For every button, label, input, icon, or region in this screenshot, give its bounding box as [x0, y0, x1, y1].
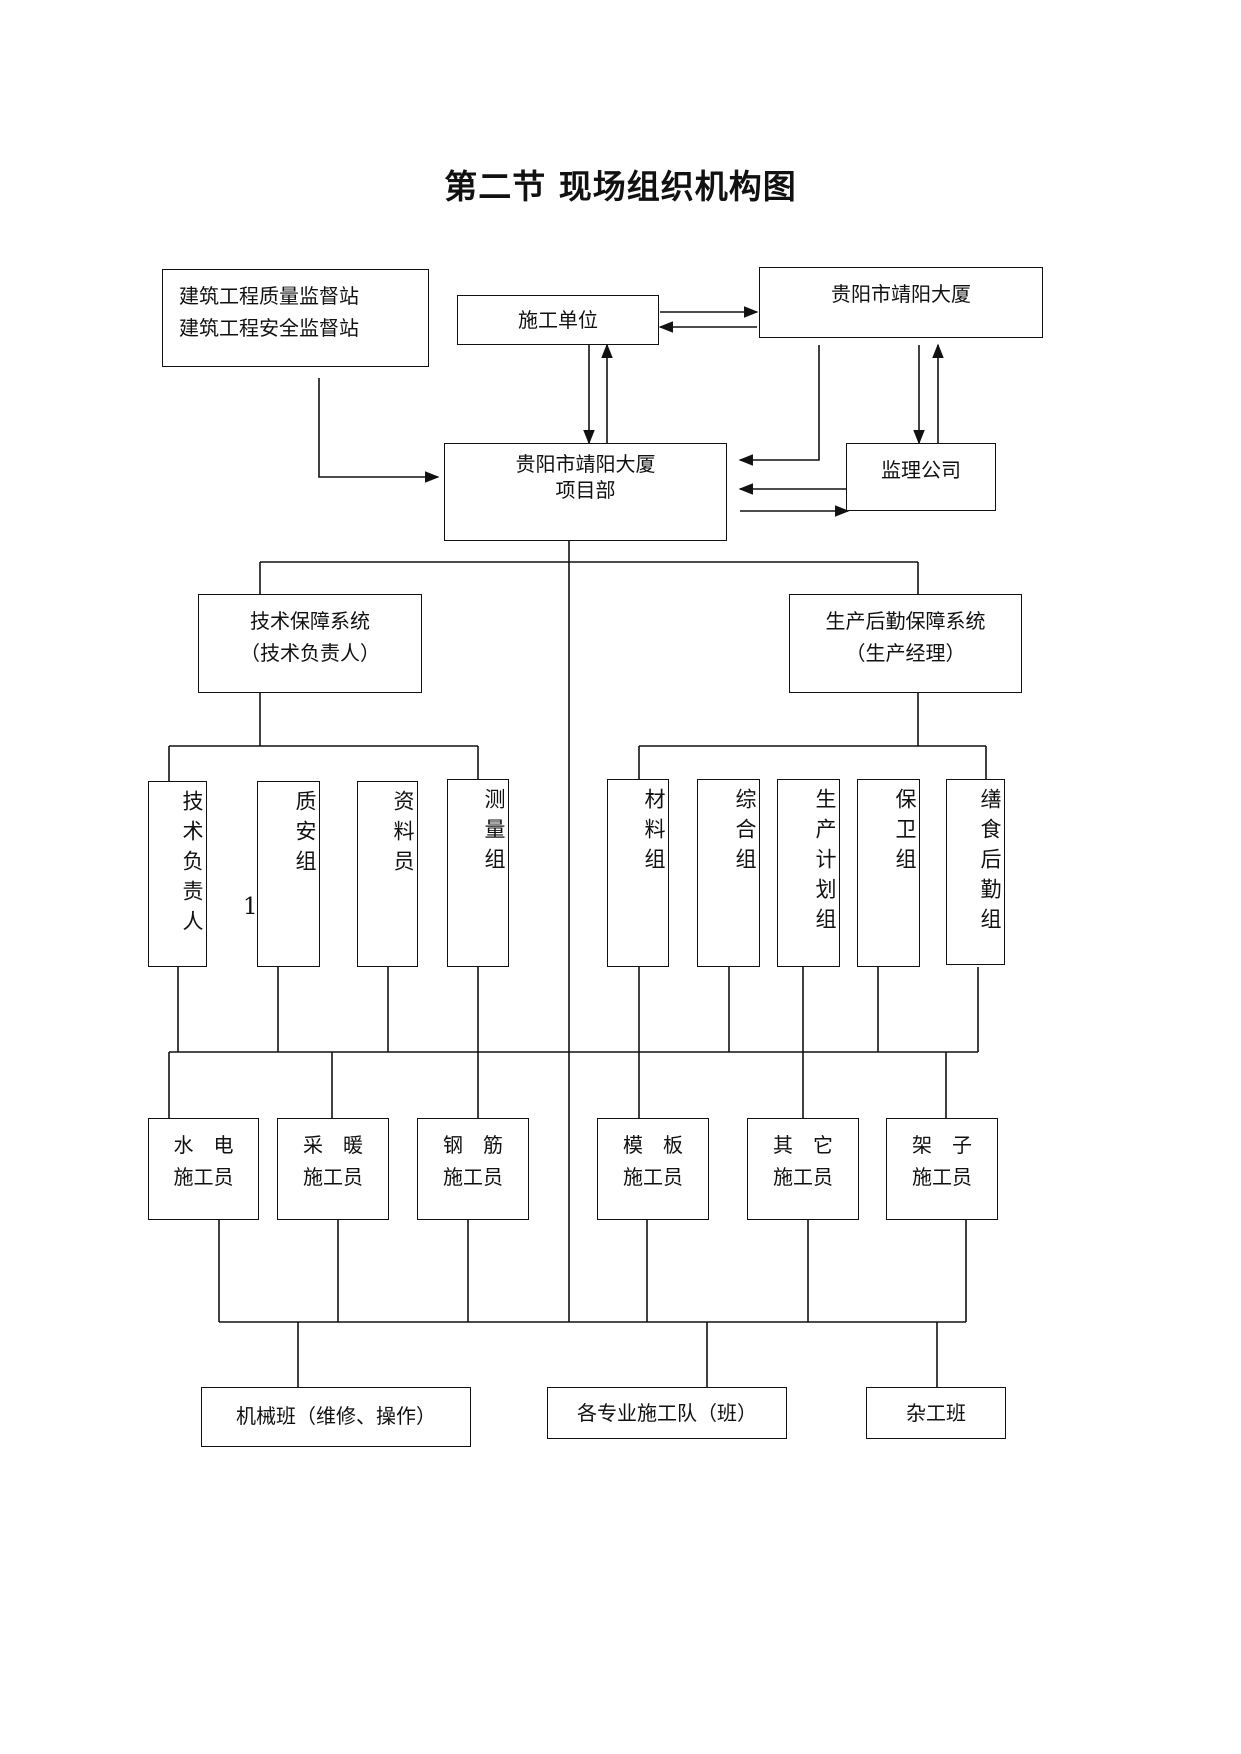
- group-box-quality-safety: 质安组: [257, 781, 320, 967]
- group-box-documents: 资料员: [357, 781, 418, 967]
- group-box-production-plan: 生产计划组: [777, 779, 840, 967]
- worker-box-heating: 采 暖 施工员: [277, 1118, 389, 1220]
- logistics-system-line2: （生产经理）: [845, 641, 966, 665]
- supervisor-company-box: 监理公司: [846, 443, 996, 511]
- team-box-labor: 杂工班: [866, 1387, 1006, 1439]
- supervisor-company-label: 监理公司: [881, 458, 961, 482]
- tech-system-line2: （技术负责人）: [240, 641, 380, 665]
- team-label: 各专业施工队（班）: [577, 1401, 757, 1425]
- supervision-station-box: 建筑工程质量监督站 建筑工程安全监督站: [162, 269, 429, 367]
- team-box-machinery: 机械班（维修、操作）: [201, 1387, 471, 1447]
- group-label: 技术负责人: [180, 790, 204, 940]
- group-label: 测量组: [482, 788, 506, 878]
- owner-label: 贵阳市靖阳大厦: [831, 282, 971, 306]
- project-dept-line1: 贵阳市靖阳大厦: [515, 452, 656, 476]
- worker-box-rebar: 钢 筋 施工员: [417, 1118, 529, 1220]
- worker-box-formwork: 模 板 施工员: [597, 1118, 709, 1220]
- page-title: 第二节 现场组织机构图: [444, 167, 797, 206]
- arrow-owner-to-project: [738, 345, 820, 466]
- worker-line2: 施工员: [773, 1165, 833, 1189]
- arrow-station-to-project: [318, 378, 440, 483]
- worker-box-other: 其 它 施工员: [747, 1118, 859, 1220]
- group-box-security: 保卫组: [857, 779, 920, 967]
- group-label: 生产计划组: [813, 788, 837, 938]
- team-label: 杂工班: [906, 1401, 966, 1425]
- supervision-station-line1: 建筑工程质量监督站: [179, 284, 359, 308]
- stray-mark: 1: [243, 894, 258, 920]
- worker-line1: 钢 筋: [443, 1133, 503, 1157]
- construction-unit-label: 施工单位: [518, 308, 598, 332]
- worker-line2: 施工员: [623, 1165, 683, 1189]
- worker-line1: 采 暖: [303, 1133, 363, 1157]
- group-box-catering: 缮食后勤组: [946, 779, 1005, 965]
- group-box-survey: 测量组: [447, 779, 509, 967]
- tech-system-line1: 技术保障系统: [250, 609, 370, 633]
- group-label: 综合组: [733, 788, 757, 878]
- group-box-general: 综合组: [697, 779, 760, 967]
- worker-line2: 施工员: [303, 1165, 363, 1189]
- worker-line1: 水 电: [173, 1133, 234, 1157]
- worker-line2: 施工员: [912, 1165, 972, 1189]
- group-label: 缮食后勤组: [978, 788, 1002, 938]
- worker-line1: 模 板: [623, 1133, 683, 1157]
- group-box-materials: 材料组: [607, 779, 669, 967]
- construction-unit-box: 施工单位: [457, 295, 659, 345]
- team-box-specialty: 各专业施工队（班）: [547, 1387, 787, 1439]
- group-box-tech-lead: 技术负责人: [148, 781, 207, 967]
- team-label: 机械班（维修、操作）: [236, 1404, 436, 1428]
- worker-line1: 其 它: [773, 1133, 833, 1157]
- group-label: 资料员: [391, 790, 415, 880]
- worker-line1: 架 子: [912, 1133, 972, 1157]
- project-dept-line2: 项目部: [555, 478, 616, 502]
- group-label: 质安组: [293, 790, 317, 880]
- logistics-system-line1: 生产后勤保障系统: [825, 609, 986, 633]
- project-dept-box: 贵阳市靖阳大厦 项目部: [444, 443, 727, 541]
- tech-system-box: 技术保障系统 （技术负责人）: [198, 594, 422, 693]
- worker-box-scaffold: 架 子 施工员: [886, 1118, 998, 1220]
- group-label: 材料组: [642, 788, 666, 878]
- owner-box: 贵阳市靖阳大厦: [759, 267, 1043, 338]
- worker-line2: 施工员: [173, 1165, 234, 1189]
- logistics-system-box: 生产后勤保障系统 （生产经理）: [789, 594, 1022, 693]
- group-label: 保卫组: [893, 788, 917, 878]
- worker-box-water-electric: 水 电 施工员: [148, 1118, 259, 1220]
- supervision-station-line2: 建筑工程安全监督站: [179, 316, 359, 340]
- worker-line2: 施工员: [443, 1165, 503, 1189]
